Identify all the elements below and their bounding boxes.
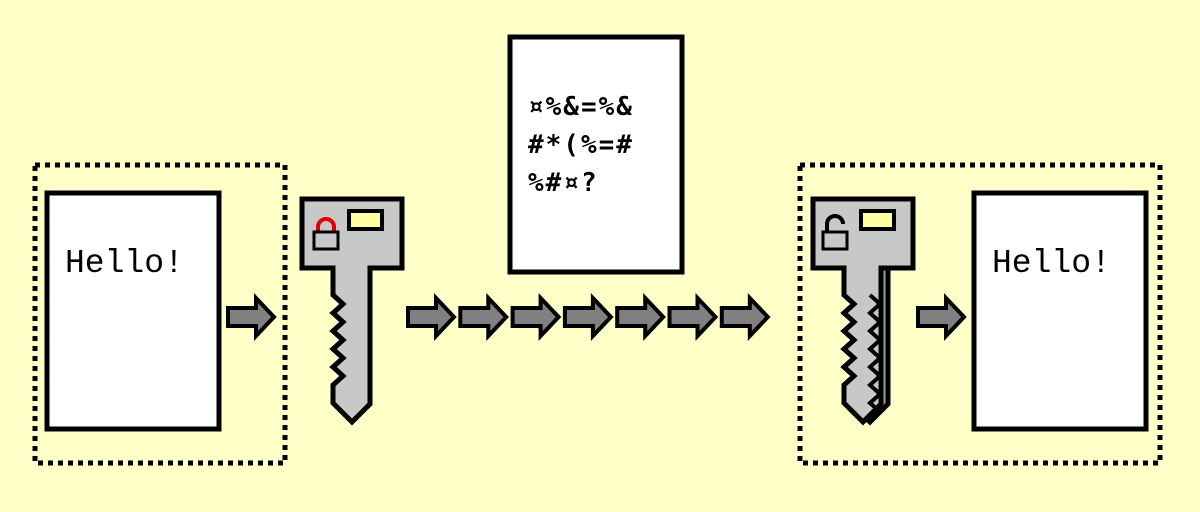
right-arrow-icon bbox=[667, 292, 719, 342]
ciphertext-line: #*(%=# bbox=[528, 130, 634, 160]
padlock-body bbox=[821, 230, 849, 251]
ciphertext-document bbox=[507, 34, 685, 275]
arrow-chain bbox=[406, 292, 771, 342]
plaintext-left-text: Hello! bbox=[65, 245, 184, 282]
key-unlocked-icon bbox=[810, 196, 916, 426]
plaintext-right-text: Hello! bbox=[992, 245, 1111, 282]
padlock-shackle-open bbox=[825, 214, 845, 232]
receiver-group-border bbox=[797, 162, 1163, 466]
plaintext-document-right bbox=[971, 190, 1149, 432]
right-arrow-icon bbox=[510, 292, 562, 342]
key-slot bbox=[859, 209, 896, 231]
right-arrow-icon bbox=[458, 292, 510, 342]
key-slot bbox=[347, 209, 384, 231]
right-arrow-icon bbox=[916, 292, 967, 342]
right-arrow-icon bbox=[562, 292, 614, 342]
ciphertext-line: ¤%&=%& bbox=[528, 92, 634, 122]
right-arrow-icon bbox=[615, 292, 666, 342]
right-arrow-icon bbox=[406, 292, 457, 342]
key-locked-icon bbox=[299, 196, 405, 426]
ciphertext-text: ¤%&=%& #*(%=# %#¤? bbox=[528, 94, 634, 196]
ciphertext-line: %#¤? bbox=[528, 168, 599, 198]
padlock-body bbox=[312, 230, 340, 251]
padlock-shackle-closed bbox=[316, 217, 336, 233]
right-arrow-icon bbox=[226, 292, 277, 342]
sender-group-border bbox=[32, 162, 288, 466]
right-arrow-icon bbox=[719, 292, 771, 342]
key-back-teeth bbox=[866, 293, 883, 412]
plaintext-document-left bbox=[44, 190, 222, 432]
